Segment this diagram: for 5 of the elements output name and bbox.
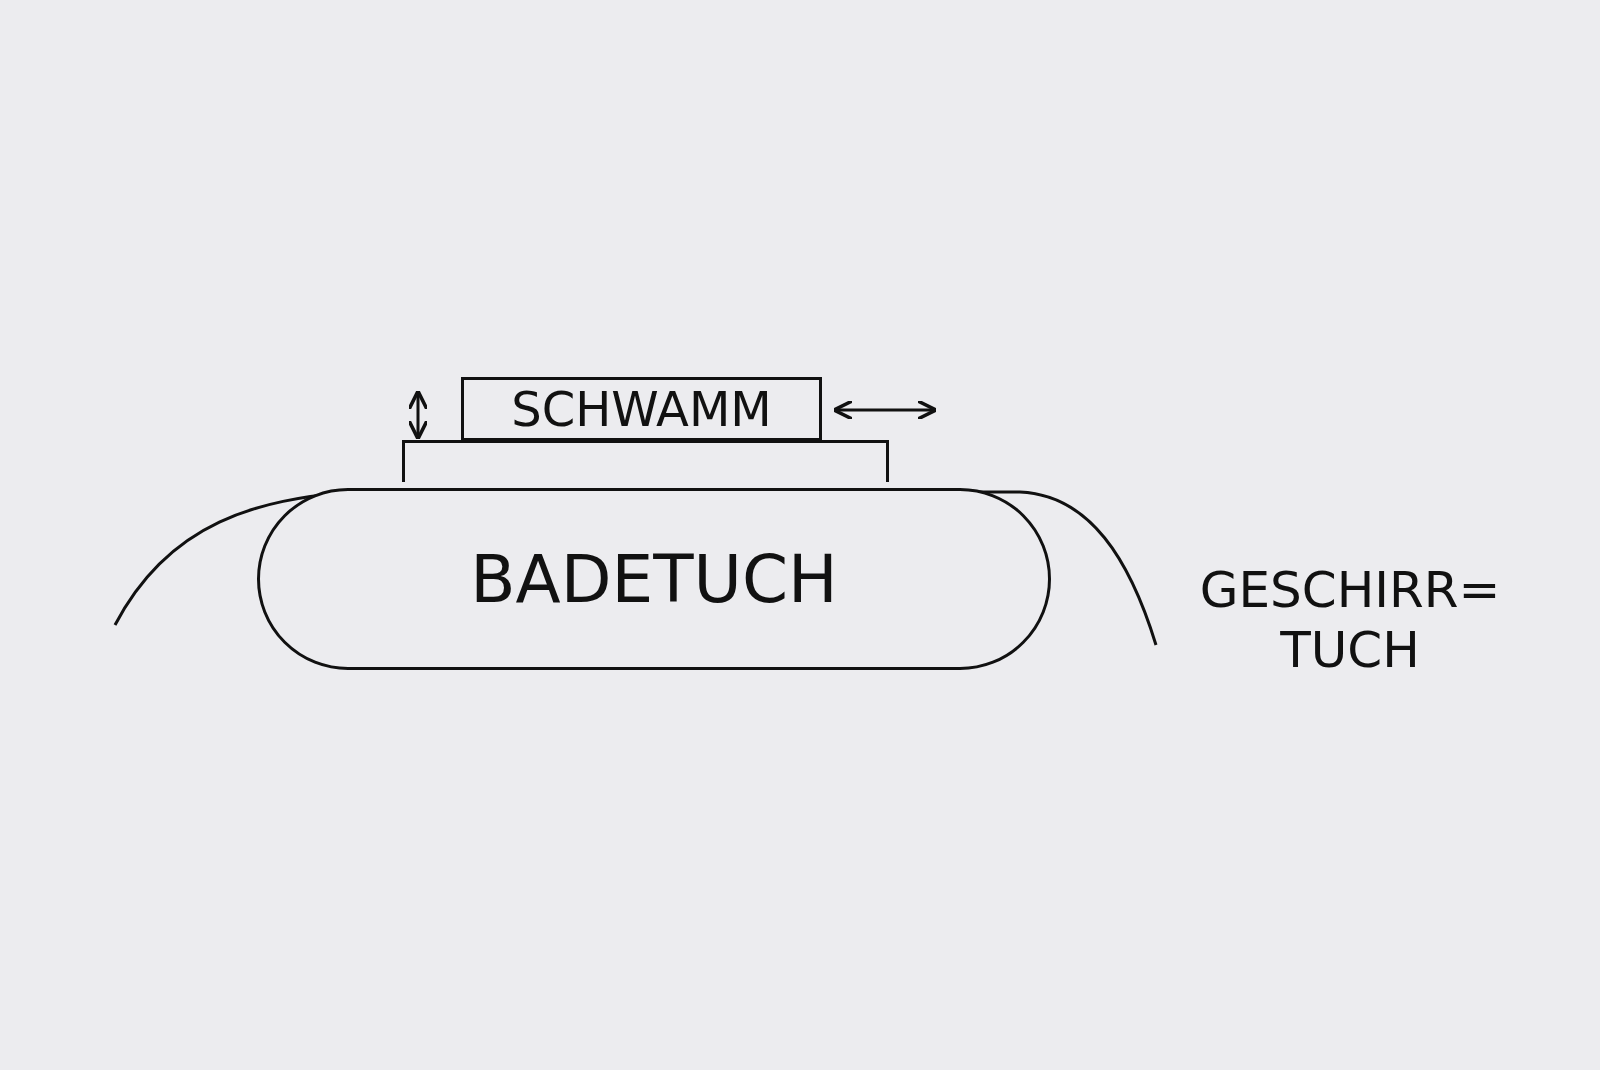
sponge-box — [461, 377, 822, 441]
base-plate — [402, 440, 889, 482]
towel-label: BADETUCH — [470, 540, 838, 618]
cloth-label: GESCHIRR= TUCH — [1198, 560, 1502, 680]
sponge-label: SCHWAMM — [511, 381, 772, 437]
